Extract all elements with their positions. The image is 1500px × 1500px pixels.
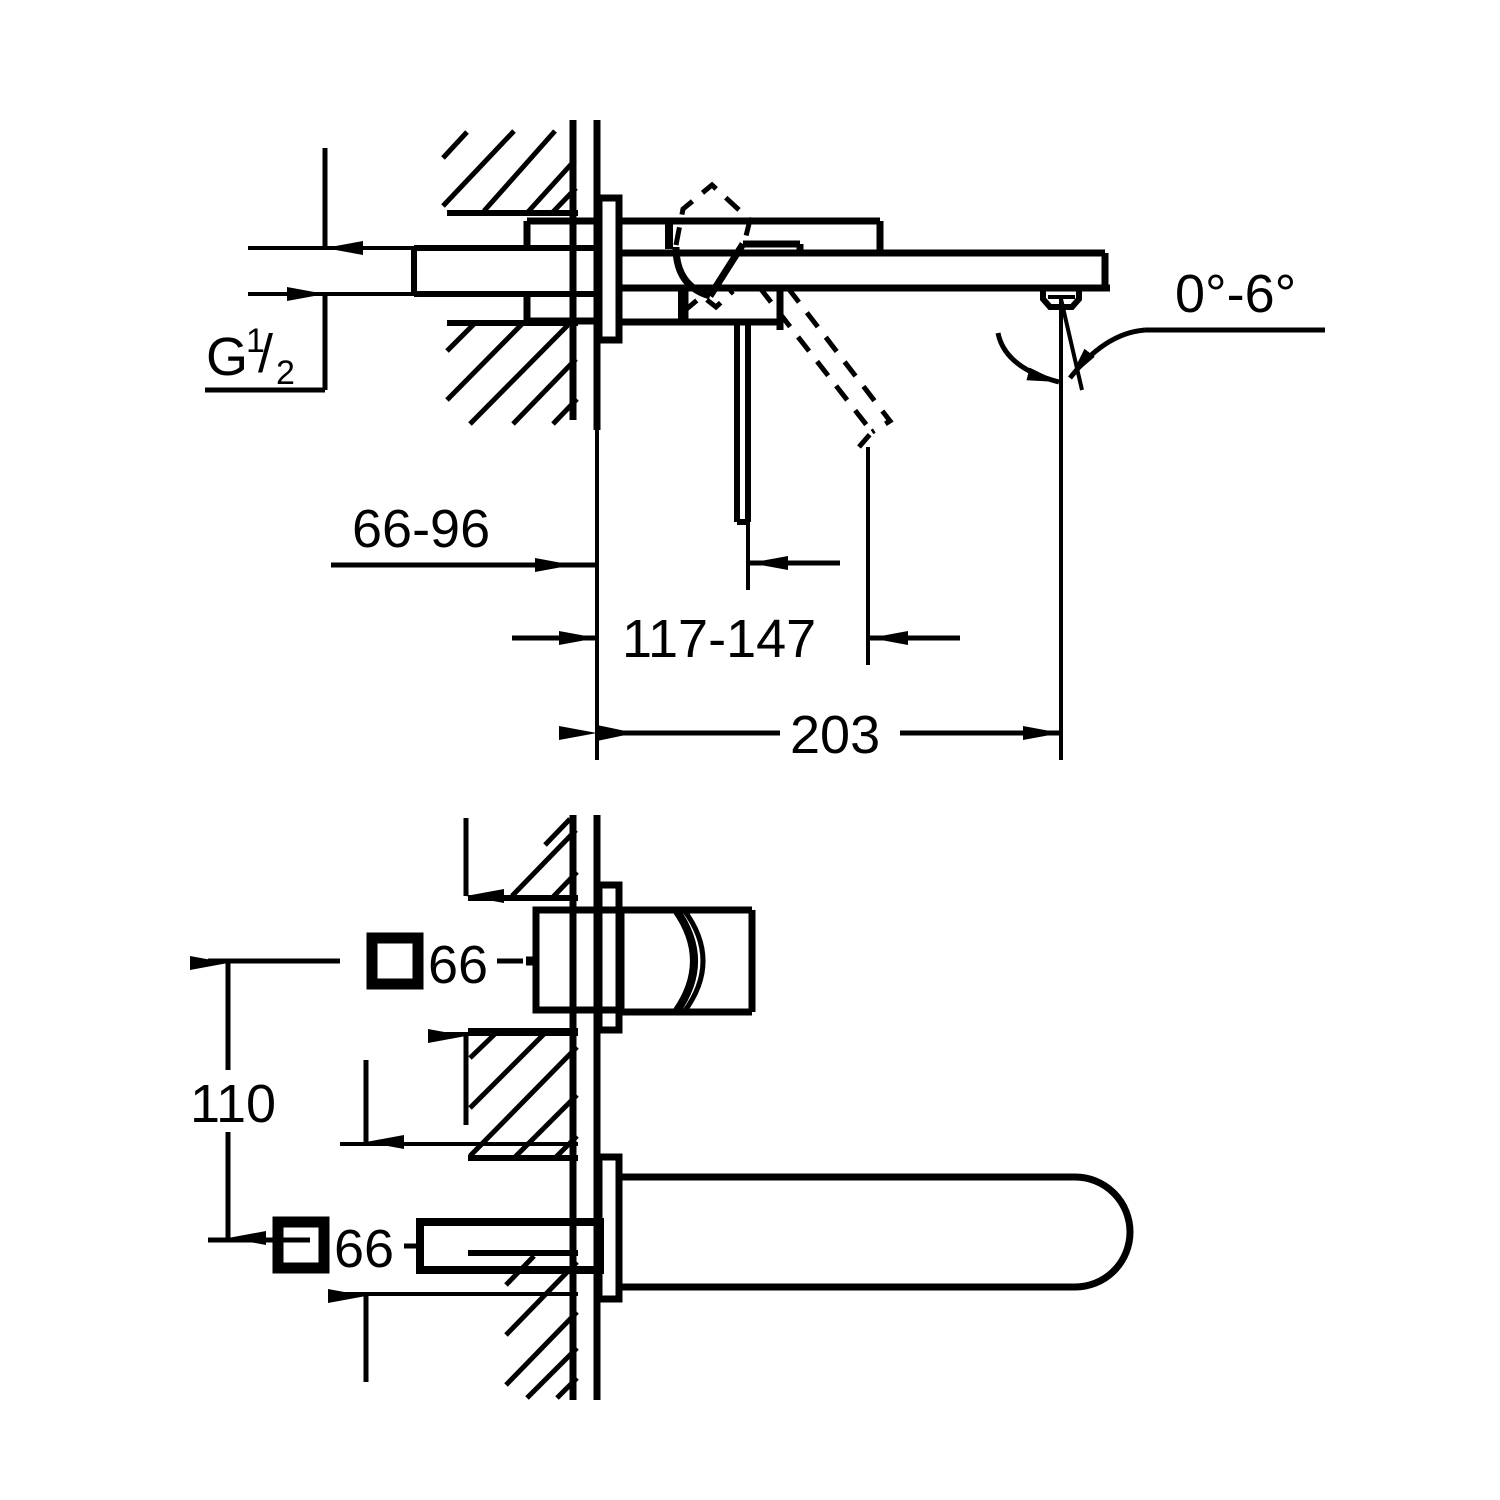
wall-lower [468, 815, 601, 1400]
side-elevation-view [205, 120, 1325, 760]
thread-label-numerator: 1 [246, 322, 265, 360]
escutcheon-plate-upper [595, 194, 623, 344]
handle-body-front [500, 906, 756, 1016]
thread-label-g: G [206, 327, 248, 387]
dimension-label-66-96: 66-96 [352, 499, 490, 559]
thread-label-denominator: 2 [276, 354, 295, 392]
square-symbols [272, 932, 524, 1274]
lever-handle-dashed-positions [673, 181, 894, 449]
thread-leader [205, 148, 414, 393]
inlet-pipe-g12 [411, 217, 600, 325]
dimension-label-square-66-handle: 66 [428, 935, 488, 995]
spout-front [404, 1173, 1134, 1291]
auxiliary-dimension-arrows-lower [328, 818, 578, 1382]
cartridge-detail [665, 221, 804, 300]
dimension-text-group: G 1 / 2 0°-6° 66-96 117-147 203 110 66 6… [190, 264, 1296, 1279]
dimension-203 [559, 725, 1061, 741]
mixer-body-upper [619, 217, 1110, 330]
dimension-label-square-66-spout: 66 [334, 1219, 394, 1279]
dimension-label-110: 110 [190, 1074, 276, 1134]
jet-angle-indicator [995, 298, 1325, 760]
front-elevation-view [190, 815, 1134, 1400]
lever-handle-solid [734, 322, 751, 525]
dimension-110 [190, 956, 340, 1245]
dimension-label-203: 203 [790, 705, 880, 765]
extension-lines-upper [595, 430, 870, 760]
dimension-117-147 [500, 556, 960, 645]
wall-upper [441, 120, 601, 430]
aerator-outlet [1040, 285, 1082, 310]
dimension-label-117-147: 117-147 [622, 609, 816, 669]
angle-label: 0°-6° [1175, 264, 1296, 324]
fraction-slash: / [258, 324, 273, 384]
